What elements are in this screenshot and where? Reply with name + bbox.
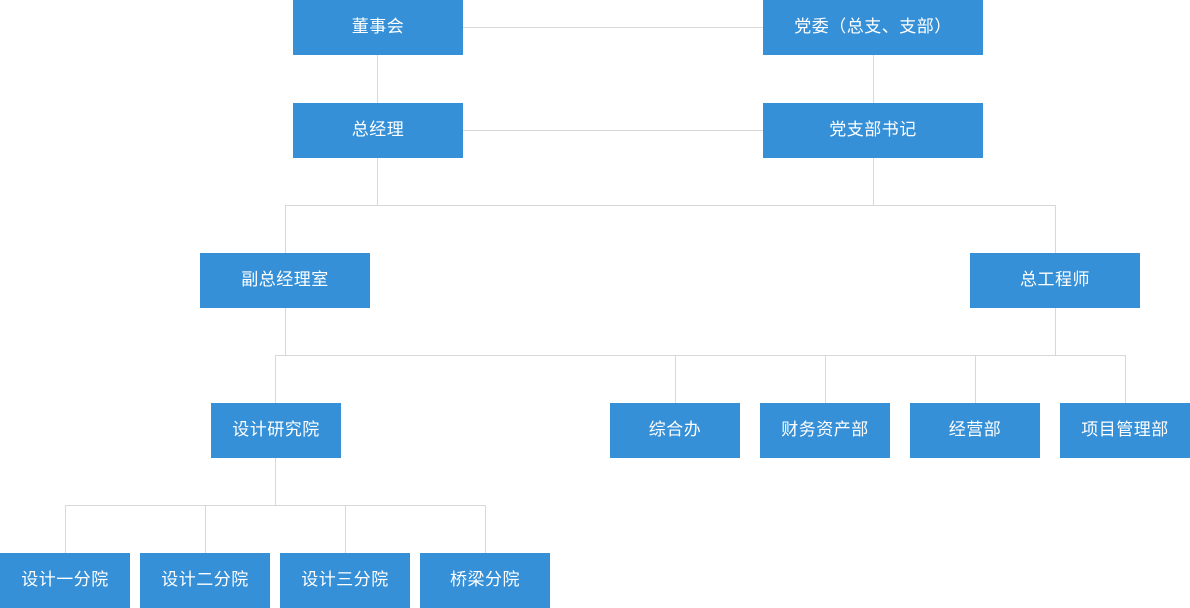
node-deputy-gm-office: 副总经理室 [200, 253, 370, 308]
connector-to-design-institute [275, 355, 276, 403]
connector-gm-down [377, 158, 378, 205]
node-branch-1: 设计一分院 [0, 553, 130, 608]
node-general-office: 综合办 [610, 403, 740, 458]
connector-level3-bus [285, 205, 1056, 206]
node-bridge-branch: 桥梁分院 [420, 553, 550, 608]
connector-to-bridge-branch [485, 505, 486, 553]
connector-to-finance [825, 355, 826, 403]
connector-to-deputy [285, 205, 286, 253]
node-project-mgmt: 项目管理部 [1060, 403, 1190, 458]
node-party-secretary: 党支部书记 [763, 103, 983, 158]
connector-level5-bus [65, 505, 486, 506]
node-general-manager: 总经理 [293, 103, 463, 158]
node-branch-2: 设计二分院 [140, 553, 270, 608]
connector-to-branch-2 [205, 505, 206, 553]
connector-to-project-mgmt [1125, 355, 1126, 403]
node-business-dept: 经营部 [910, 403, 1040, 458]
connector-board-party [463, 27, 763, 28]
node-design-institute: 设计研究院 [211, 403, 341, 458]
connector-deputy-down [285, 308, 286, 355]
node-branch-3: 设计三分院 [280, 553, 410, 608]
connector-secretary-down [873, 158, 874, 205]
connector-level4-bus [275, 355, 1126, 356]
connector-board-gm [377, 55, 378, 103]
connector-to-branch-1 [65, 505, 66, 553]
connector-to-general-office [675, 355, 676, 403]
connector-to-branch-3 [345, 505, 346, 553]
connector-gm-secretary [463, 130, 763, 131]
connector-to-chief-engineer [1055, 205, 1056, 253]
connector-chief-down [1055, 308, 1056, 355]
connector-party-secretary [873, 55, 874, 103]
node-chief-engineer: 总工程师 [970, 253, 1140, 308]
node-board: 董事会 [293, 0, 463, 55]
connector-institute-down [275, 458, 276, 505]
node-finance-assets: 财务资产部 [760, 403, 890, 458]
connector-to-business [975, 355, 976, 403]
node-party-committee: 党委（总支、支部） [763, 0, 983, 55]
